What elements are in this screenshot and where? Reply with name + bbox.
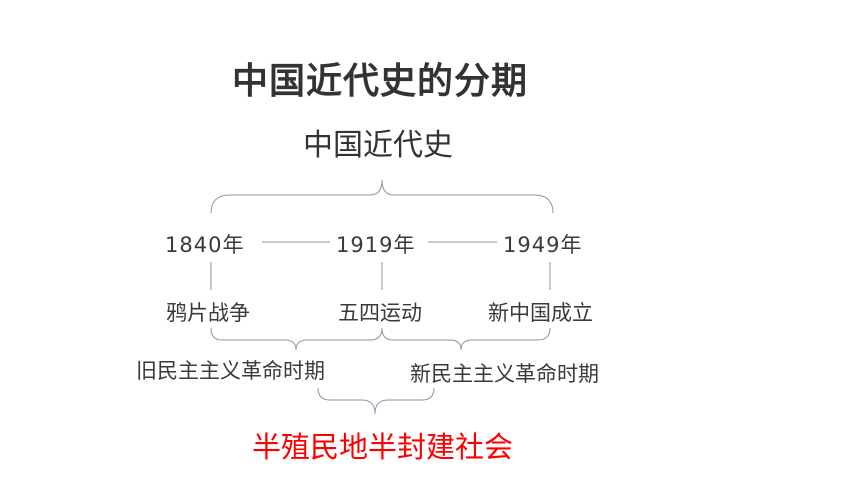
year-1949: 1949年 [503,233,583,257]
event-may-fourth: 五四运动 [338,301,422,325]
subtitle: 中国近代史 [303,128,453,163]
top-brace [210,179,554,214]
year-1840: 1840年 [165,233,245,257]
brace-new-period [381,327,551,351]
page-title: 中国近代史的分期 [232,61,529,102]
period-old-democratic: 旧民主主义革命时期 [136,359,325,383]
period-new-democratic: 新民主主义革命时期 [410,362,599,386]
year-1919: 1919年 [336,233,416,257]
event-new-china: 新中国成立 [488,301,593,325]
event-opium-war: 鸦片战争 [166,301,250,325]
brace-old-period [210,327,383,351]
brace-society [317,387,435,415]
society-label: 半殖民地半封建社会 [252,430,514,464]
